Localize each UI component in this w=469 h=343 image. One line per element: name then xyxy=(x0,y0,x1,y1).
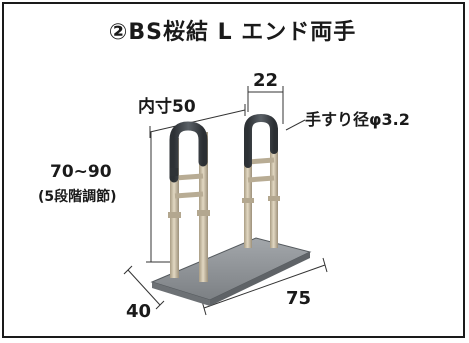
length-label: 75 xyxy=(286,288,312,309)
height-range-label: 70~90 xyxy=(50,162,112,182)
length-line xyxy=(203,264,326,309)
height-note-label: (5段階調節) xyxy=(38,189,117,205)
gap-label: 22 xyxy=(253,70,279,91)
base-plate xyxy=(150,237,312,306)
right-handrail xyxy=(242,113,280,248)
depth-label: 40 xyxy=(126,301,152,322)
left-handrail xyxy=(168,121,210,282)
inner-width-line xyxy=(149,109,246,133)
grip-leader-line xyxy=(285,119,306,131)
dimension-lines xyxy=(123,86,328,316)
grip-diameter-label: 手すり径φ3.2 xyxy=(305,110,410,129)
product-title: ②BS桜結 L エンド両手 xyxy=(108,20,357,45)
inner-width-label: 内寸50 xyxy=(138,97,196,117)
depth-line xyxy=(127,269,161,306)
